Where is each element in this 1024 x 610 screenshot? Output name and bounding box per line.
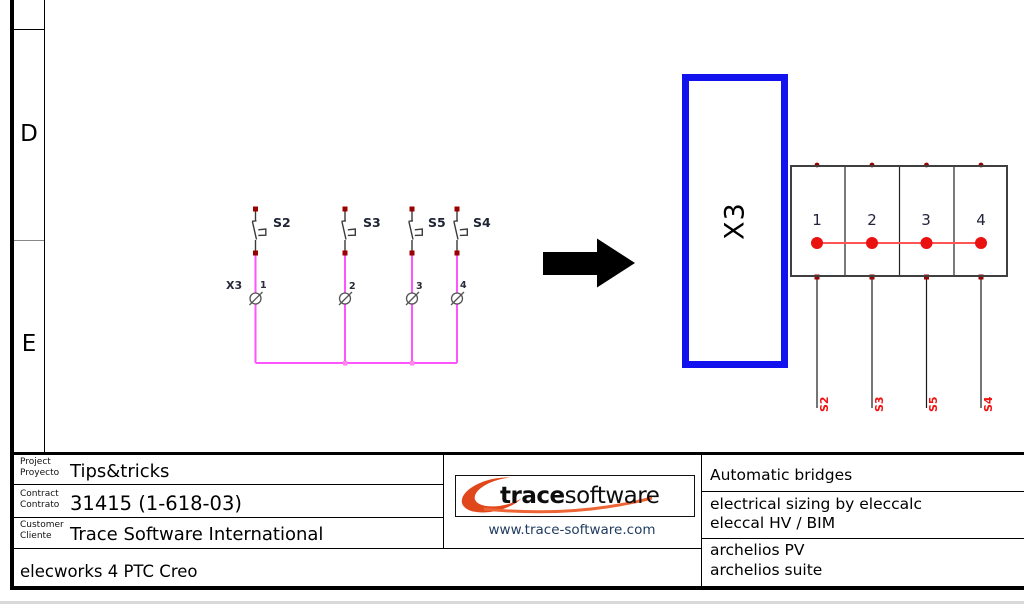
project-label-en: Project [20, 457, 51, 467]
strip-wire-label: S4 [982, 396, 995, 412]
titleblock-right-row1-line [701, 491, 1024, 492]
feature-line: electrical sizing by eleccalc [710, 495, 923, 513]
frame-row-column-line [44, 0, 45, 453]
switch-symbol-s5 [408, 211, 423, 251]
frame-left-border [10, 0, 14, 590]
strip-terminal-number: 3 [921, 211, 931, 229]
terminal-strip-dividers [844, 166, 955, 276]
terminal-number: 2 [349, 281, 356, 292]
switch-label: S5 [428, 215, 446, 230]
window-edge-shadow [0, 601, 1024, 604]
project-value: Tips&tricks [70, 461, 170, 482]
frame-row-label-d: D [20, 121, 38, 147]
feature-line: Automatic bridges [710, 466, 853, 484]
terminal-block-outline: X3 [682, 74, 788, 368]
titleblock-vdivider-left [443, 455, 444, 548]
terminal-bottom-dots [814, 274, 984, 280]
connection-dots [253, 206, 460, 256]
frame-row-divider-mid [14, 240, 44, 241]
logo-word-software: software [564, 483, 660, 509]
switch-symbols [251, 211, 468, 251]
switch-symbol-s2 [251, 211, 267, 251]
arrow-right-icon [543, 238, 635, 288]
switch-label: S4 [473, 215, 491, 230]
logo-box: tracesoftware [455, 475, 695, 517]
terminal-strip-box [790, 165, 1008, 277]
customer-label-en: Customer [20, 520, 64, 530]
contract-label-es: Contrato [20, 500, 60, 510]
switch-symbol-s4 [453, 211, 468, 251]
titleblock-vdivider-right [701, 455, 702, 586]
contract-value: 31415 (1-618-03) [70, 492, 242, 515]
bridge-link [811, 237, 987, 249]
titleblock-row1-line [14, 484, 443, 485]
titleblock-row2-line [14, 517, 443, 518]
logo-wordmark: tracesoftware [500, 483, 660, 509]
website-link[interactable]: www.trace-software.com [488, 522, 656, 538]
frame-row-label-e: E [21, 331, 37, 357]
connector-label: X3 [226, 279, 243, 292]
strip-wire-label: S3 [873, 396, 886, 412]
strip-wire-label: S5 [927, 396, 940, 412]
terminal-number: 4 [460, 280, 467, 291]
feature-line: eleccal HV / BIM [710, 514, 836, 532]
strip-terminal-number: 1 [812, 211, 822, 229]
wire-junction-dot [343, 361, 348, 366]
titleblock-right-row2-line [701, 538, 1024, 539]
terminal-drop-wires [816, 279, 982, 408]
titleblock-row3-line [14, 548, 701, 549]
terminal-number: 1 [260, 280, 267, 291]
terminal-pin-symbols [249, 291, 465, 306]
strip-terminal-number: 2 [867, 211, 877, 229]
frame-bottom-border [10, 586, 1024, 590]
wire-junction-dot [410, 361, 415, 366]
customer-label-es: Cliente [20, 531, 52, 541]
strip-wire-label: S2 [818, 396, 831, 412]
contract-label-en: Contract [20, 489, 59, 499]
terminal-number: 3 [416, 281, 423, 292]
logo-word-trace: trace [500, 483, 565, 509]
frame-row-divider-top [14, 29, 44, 30]
project-label-es: Proyecto [20, 468, 60, 478]
switch-symbol-s3 [341, 211, 356, 251]
product-name: elecworks 4 PTC Creo [20, 562, 198, 581]
logo-swoosh-icon [461, 477, 653, 514]
titleblock-top-border [10, 452, 1024, 455]
feature-line: archelios PV [710, 541, 805, 559]
switch-label: S2 [273, 215, 291, 230]
magenta-wires [254, 255, 458, 364]
strip-terminal-number: 4 [976, 211, 986, 229]
terminal-block-label: X3 [719, 202, 751, 240]
switch-label: S3 [363, 215, 381, 230]
customer-value: Trace Software International [70, 524, 324, 545]
feature-line: archelios suite [710, 561, 823, 579]
